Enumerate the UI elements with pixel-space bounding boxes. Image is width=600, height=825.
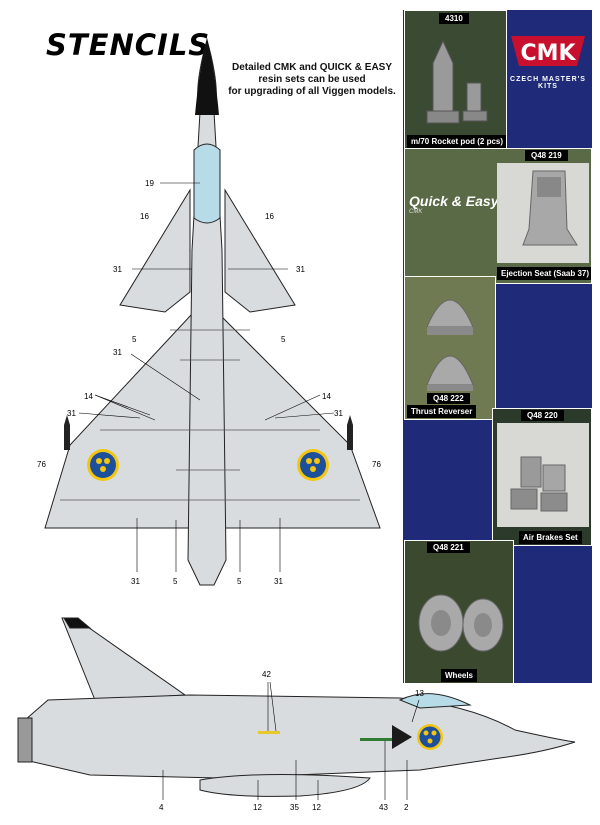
callout-42: 42: [262, 670, 271, 679]
callout-31-right-canard: 31: [296, 265, 305, 274]
side-fuselage: [24, 694, 576, 779]
nose-cone: [195, 38, 219, 115]
product-code: Q48 219: [525, 150, 568, 161]
callout-19: 19: [145, 179, 154, 188]
rocket-pod-image: [426, 39, 488, 124]
roundel-side: [417, 724, 443, 750]
callout-16-right: 16: [265, 212, 274, 221]
callout-4: 4: [159, 803, 164, 812]
callout-5-right: 5: [281, 335, 286, 344]
product-caption: m/70 Rocket pod (2 pcs): [407, 135, 506, 148]
canopy: [193, 143, 221, 224]
intro-line-1: Detailed CMK and QUICK & EASY: [231, 62, 393, 73]
callout-12-right: 12: [312, 803, 321, 812]
green-stencil-43: [360, 738, 392, 741]
side-view-diagram: 42 13 4 12 35 12 43 2: [17, 617, 576, 812]
air-brakes-image: [497, 423, 589, 527]
callout-31-left-canard: 31: [113, 265, 122, 274]
logo-text: CMK: [520, 41, 576, 66]
callout-16-left: 16: [140, 212, 149, 221]
callout-31-left-wing: 31: [67, 409, 76, 418]
product-code: Q48 220: [521, 410, 564, 421]
callout-31-center: 31: [113, 348, 122, 357]
product-code: 4310: [439, 13, 469, 24]
roundel-left: [87, 449, 119, 481]
product-panel-q48-219: Q48 219 Quick & Easy CMK Ejection Seat (…: [404, 148, 592, 284]
callout-14-right: 14: [322, 392, 331, 401]
callout-5-bottom-right: 5: [237, 577, 242, 586]
fuselage: [187, 38, 227, 586]
product-panel-q48-220: Q48 220 Air Brakes Set: [492, 408, 592, 546]
product-panel-q48-222: Q48 222 Thrust Reverser: [404, 276, 496, 420]
product-code: Q48 222: [427, 393, 470, 404]
intro-line-3: for upgrading of all Viggen models.: [228, 86, 396, 97]
cmk-logo: CMK: [511, 36, 585, 66]
product-caption: Thrust Reverser: [407, 405, 477, 418]
wheels-image: [418, 594, 504, 652]
callout-31-bottom-left: 31: [131, 577, 140, 586]
callout-76-right: 76: [372, 460, 381, 469]
callout-43: 43: [379, 803, 388, 812]
callout-14-left: 14: [84, 392, 93, 401]
roundel-right: [297, 449, 329, 481]
callout-35: 35: [290, 803, 299, 812]
thrust-reverser-image: [426, 299, 474, 391]
product-caption: Wheels: [441, 669, 478, 682]
ejection-seat-image: [497, 163, 589, 263]
missile-left: [64, 415, 70, 450]
callout-76-left: 76: [37, 460, 46, 469]
canard-right: [224, 188, 296, 313]
callout-5-left: 5: [132, 335, 137, 344]
product-panel-q48-221: Q48 221 Wheels: [404, 540, 514, 684]
fin-tip: [63, 617, 92, 629]
yellow-stencil-42: [258, 731, 280, 734]
vertical-fin: [61, 617, 187, 701]
callout-2: 2: [404, 803, 409, 812]
logo-subtitle: CZECH MASTER'S KITS: [510, 76, 586, 90]
intake-marking: [392, 725, 412, 749]
quick-easy-text: Quick & Easy: [409, 193, 499, 209]
drop-tank: [199, 773, 371, 797]
product-caption: Ejection Seat (Saab 37): [497, 267, 591, 280]
quick-easy-badge: Quick & Easy CMK: [409, 193, 499, 215]
quick-easy-sub: CMK: [409, 209, 423, 215]
product-panel-4310: 4310 m/70 Rocket pod (2 pcs): [404, 10, 507, 152]
missile-right: [347, 415, 353, 450]
callout-31-right-wing: 31: [334, 409, 343, 418]
product-caption: Air Brakes Set: [519, 531, 582, 544]
canard-left: [119, 188, 191, 313]
product-code: Q48 221: [427, 542, 470, 553]
page-title: STENCILS: [46, 28, 211, 62]
top-view-diagram: 19 16 16 31 31 5 5 31 14 14 31 31 76 76 …: [37, 38, 381, 586]
callout-31-bottom-right: 31: [274, 577, 283, 586]
exhaust: [17, 717, 33, 763]
intro-text: Detailed CMK and QUICK & EASY resin sets…: [218, 62, 406, 98]
intro-line-2: resin sets can be used: [258, 74, 366, 85]
callout-13: 13: [415, 689, 424, 698]
callout-12-left: 12: [253, 803, 262, 812]
top-view-callouts: 19 16 16 31 31 5 5 31 14 14 31 31 76 76 …: [37, 179, 381, 586]
side-view-callouts: 42 13 4 12 35 12 43 2: [159, 670, 424, 812]
callout-5-bottom-left: 5: [173, 577, 178, 586]
